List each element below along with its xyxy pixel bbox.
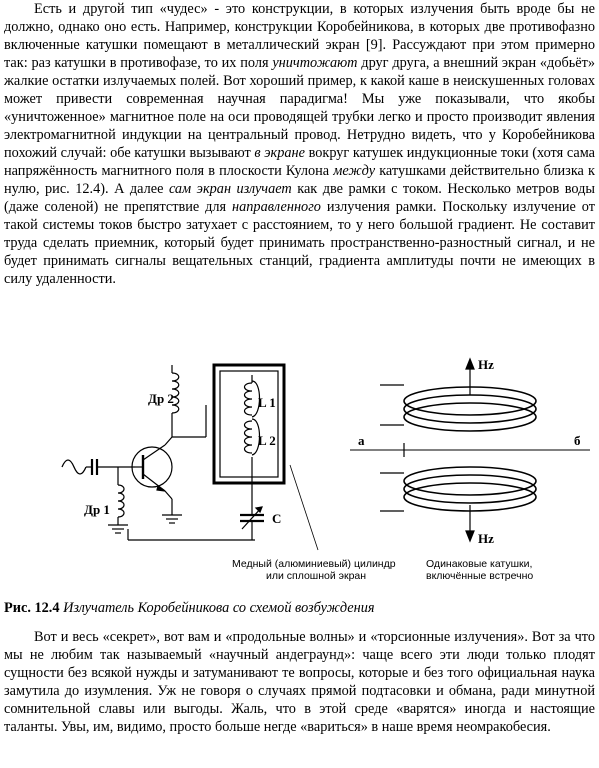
label-hz-bottom: Hz [478,531,494,546]
figure-korobeinikov-emitter: Др 2 Др 1 L 1 L 2 C Hz Hz а б Медный (ал… [61,357,590,582]
text-run: катушками действительно близка к нулю, р… [4,163,595,197]
label-hz-top: Hz [478,357,494,372]
emphasis-run: уничтожают [272,55,358,71]
label-a: а [358,433,365,448]
transistor [131,446,173,488]
emphasis-run: в экране [254,145,305,161]
choke-dr2 [171,372,180,414]
emphasis-run: между [333,163,376,179]
paragraph-conclusion: Вот и весь «секрет», вот вам и «продольн… [4,629,595,735]
signal-source-symbol [61,459,87,475]
label-l2: L 2 [258,433,276,448]
label-dr1: Др 1 [84,502,110,517]
text-run: друг друга, а внешний экран «добьёт» жал… [4,55,596,161]
shield-caption-line1: Медный (алюминиевый) цилиндр [232,558,396,570]
emphasis-run: направленного [232,199,321,215]
figure-caption: Рис. 12.4 Излучатель Коробейникова со сх… [4,600,375,617]
text-run: излучения рамки. Поскольку излучение от … [4,199,595,287]
coils-caption-line2: включённые встречно [426,570,533,582]
label-dr2: Др 2 [148,391,174,406]
figure-caption-text: Излучатель Коробейникова со схемой возбу… [63,600,375,616]
metal-shield [212,363,286,485]
shield-caption-line2: или сплошной экран [266,570,366,582]
lower-coil [403,466,537,512]
shield-with-coils [212,363,319,551]
coils-caption-line1: Одинаковые катушки, [426,558,532,570]
coil-l1 [243,382,253,416]
coil-l2 [243,420,253,454]
opposed-coils-diagram [350,357,590,543]
label-l1: L 1 [258,395,276,410]
choke-dr1 [117,484,125,518]
excitation-circuit [61,365,255,541]
text-run: как две рамки с током. Несколько метров … [4,181,596,215]
upper-coil [403,386,537,432]
text-run: Есть и другой тип «чудес» - это конструк… [4,1,595,71]
figure-number: Рис. 12.4 [4,600,60,616]
emphasis-run: сам экран излучает [168,181,292,197]
paragraph-intro: Есть и другой тип «чудес» - это конструк… [4,0,595,288]
label-b: б [574,433,581,448]
label-c: C [272,511,281,526]
text-run: вокруг катушек индукционные токи (хотя с… [4,145,595,179]
